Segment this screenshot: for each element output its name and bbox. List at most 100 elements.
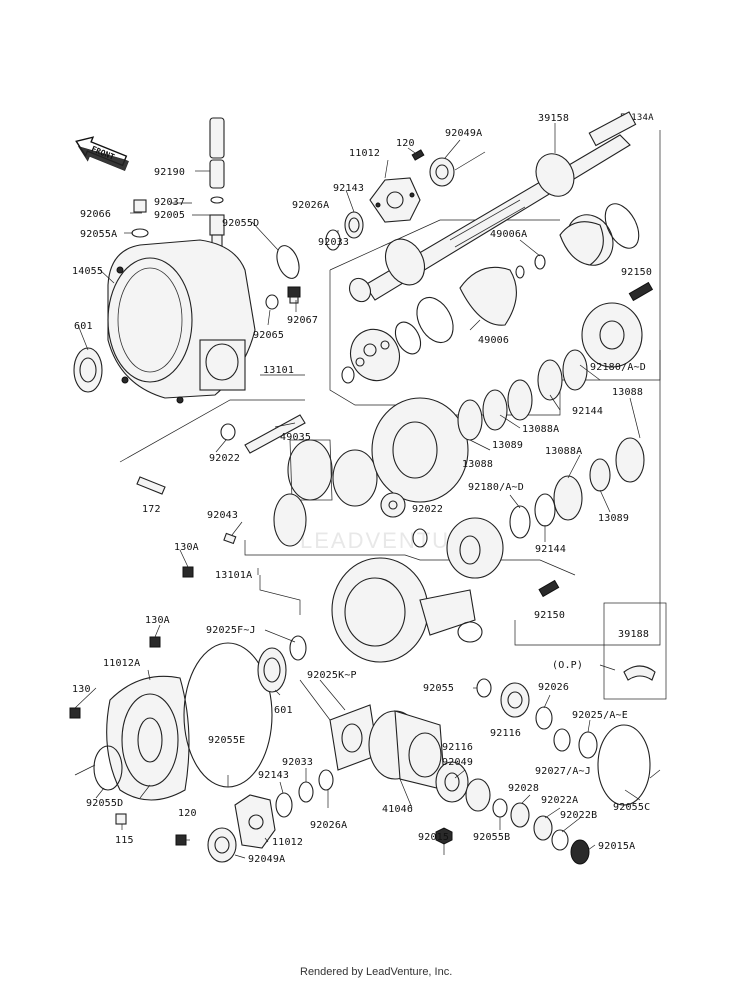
- label-49035: 49035: [280, 432, 311, 443]
- footer-credit: Rendered by LeadVenture, Inc.: [300, 966, 452, 978]
- final-gear-case-14055: [107, 239, 256, 404]
- spacer-92028: [510, 802, 530, 828]
- label-115: 115: [115, 835, 134, 846]
- ring-92026A-top: [325, 229, 341, 251]
- shims-92027: [553, 728, 598, 759]
- label-601-left: 601: [74, 321, 93, 332]
- label-13101: 13101: [263, 365, 294, 376]
- bolt-115: [115, 813, 127, 825]
- label-92055B: 92055B: [473, 832, 510, 843]
- label-92022A: 92022A: [541, 795, 578, 806]
- label-92055E: 92055E: [208, 735, 245, 746]
- label-13088A-right: 13088A: [545, 446, 582, 457]
- label-92180-mid: 92180/A~D: [468, 482, 524, 493]
- label-92065: 92065: [253, 330, 284, 341]
- cover-11012A: [106, 675, 190, 801]
- label-92143-bot: 92143: [258, 770, 289, 781]
- front-arrow-icon: FRONT: [75, 136, 129, 171]
- label-92116-b: 92116: [442, 742, 473, 753]
- label-92043: 92043: [207, 510, 238, 521]
- ref-code: E3134A: [620, 113, 654, 123]
- pinion-housing-41046: [368, 710, 446, 791]
- bolt-130A-left: [149, 636, 161, 648]
- oring-92055D-top: [276, 245, 300, 279]
- seal-92049: [465, 778, 491, 812]
- label-92067: 92067: [287, 315, 318, 326]
- drive-shaft-39158: [348, 111, 637, 303]
- label-13101A: 13101A: [215, 570, 252, 581]
- bearing-601-bot: [257, 647, 287, 693]
- label-92026A-top: 92026A: [292, 200, 329, 211]
- part-labels: 92049A 39158 120 11012 92190 92143 92037…: [72, 113, 652, 865]
- label-92150-mid: 92150: [534, 610, 565, 621]
- label-120-top: 120: [396, 138, 415, 149]
- label-92005: 92005: [154, 210, 185, 221]
- label-92025FJ: 92025F~J: [206, 625, 256, 636]
- label-11012-top: 11012: [349, 148, 380, 159]
- seal-92143-bot: [275, 792, 293, 818]
- label-92055D-bot: 92055D: [86, 798, 123, 809]
- label-92144-mid: 92144: [535, 544, 566, 555]
- flange-11012-top: [369, 149, 425, 223]
- stud-172: [136, 476, 166, 495]
- pin-92043: [223, 532, 237, 545]
- label-92055A: 92055A: [80, 229, 117, 240]
- label-92180-top: 92180/A~D: [590, 362, 646, 373]
- washer-92022B: [551, 829, 569, 851]
- label-130: 130: [72, 684, 91, 695]
- ring-92026A-bot: [318, 769, 334, 791]
- label-92066: 92066: [80, 209, 111, 220]
- label-92025KP: 92025K~P: [307, 670, 357, 681]
- differential-housing: [371, 397, 469, 518]
- label-92150-top: 92150: [621, 267, 652, 278]
- nut-92015: [435, 827, 453, 845]
- ring-gear-13101A: [331, 557, 483, 663]
- nut-92015A: [570, 839, 590, 865]
- pin-49035: [244, 414, 306, 454]
- label-130A-left: 130A: [145, 615, 170, 626]
- pin-92022-left: [220, 423, 236, 441]
- label-92190: 92190: [154, 167, 185, 178]
- label-39188: 39188: [618, 629, 649, 640]
- label-92037: 92037: [154, 197, 185, 208]
- label-601-bot: 601: [274, 705, 293, 716]
- label-92022-left: 92022: [209, 453, 240, 464]
- label-92015A: 92015A: [598, 841, 635, 852]
- label-92026-bot: 92026: [538, 682, 569, 693]
- oring-92055: [476, 678, 492, 698]
- assembly-group-outlines: [119, 130, 667, 700]
- label-92027: 92027/A~J: [535, 766, 591, 777]
- label-49006A: 49006A: [490, 229, 527, 240]
- flange-11012-bot: [234, 794, 276, 849]
- oring-92055C: [597, 724, 651, 806]
- label-92055D-top: 92055D: [222, 218, 259, 229]
- label-92055-mid: 92055: [423, 683, 454, 694]
- label-92022B: 92022B: [560, 810, 597, 821]
- bearing-92116: [500, 682, 530, 718]
- bevel-gears-13101: [273, 439, 378, 547]
- cv-boot-49006: [341, 266, 517, 384]
- label-13089-top: 13089: [492, 440, 523, 451]
- label-92022-mid: 92022: [412, 504, 443, 515]
- bearing-601-left: [73, 347, 103, 393]
- oring-92055D-bot: [93, 745, 123, 791]
- cv-boot-49006A: [515, 203, 640, 279]
- label-11012-bot: 11012: [272, 837, 303, 848]
- leader-lines: [74, 123, 661, 859]
- washer-92022-mid: [412, 528, 428, 548]
- label-op: (O.P): [552, 660, 583, 671]
- label-92026A-bot: 92026A: [310, 820, 347, 831]
- label-92144-top: 92144: [572, 406, 603, 417]
- gear-92022A: [533, 815, 553, 841]
- bearing-92049-mid: [435, 761, 469, 803]
- label-130A-top: 130A: [174, 542, 199, 553]
- plates-right-stack: [509, 437, 645, 539]
- label-11012A: 11012A: [103, 658, 140, 669]
- label-92049A-bot: 92049A: [248, 854, 285, 865]
- label-14055: 14055: [72, 266, 103, 277]
- plug-92066: [131, 199, 149, 238]
- coupler-92150-mid: [446, 517, 560, 598]
- bolt-92067: [287, 286, 301, 304]
